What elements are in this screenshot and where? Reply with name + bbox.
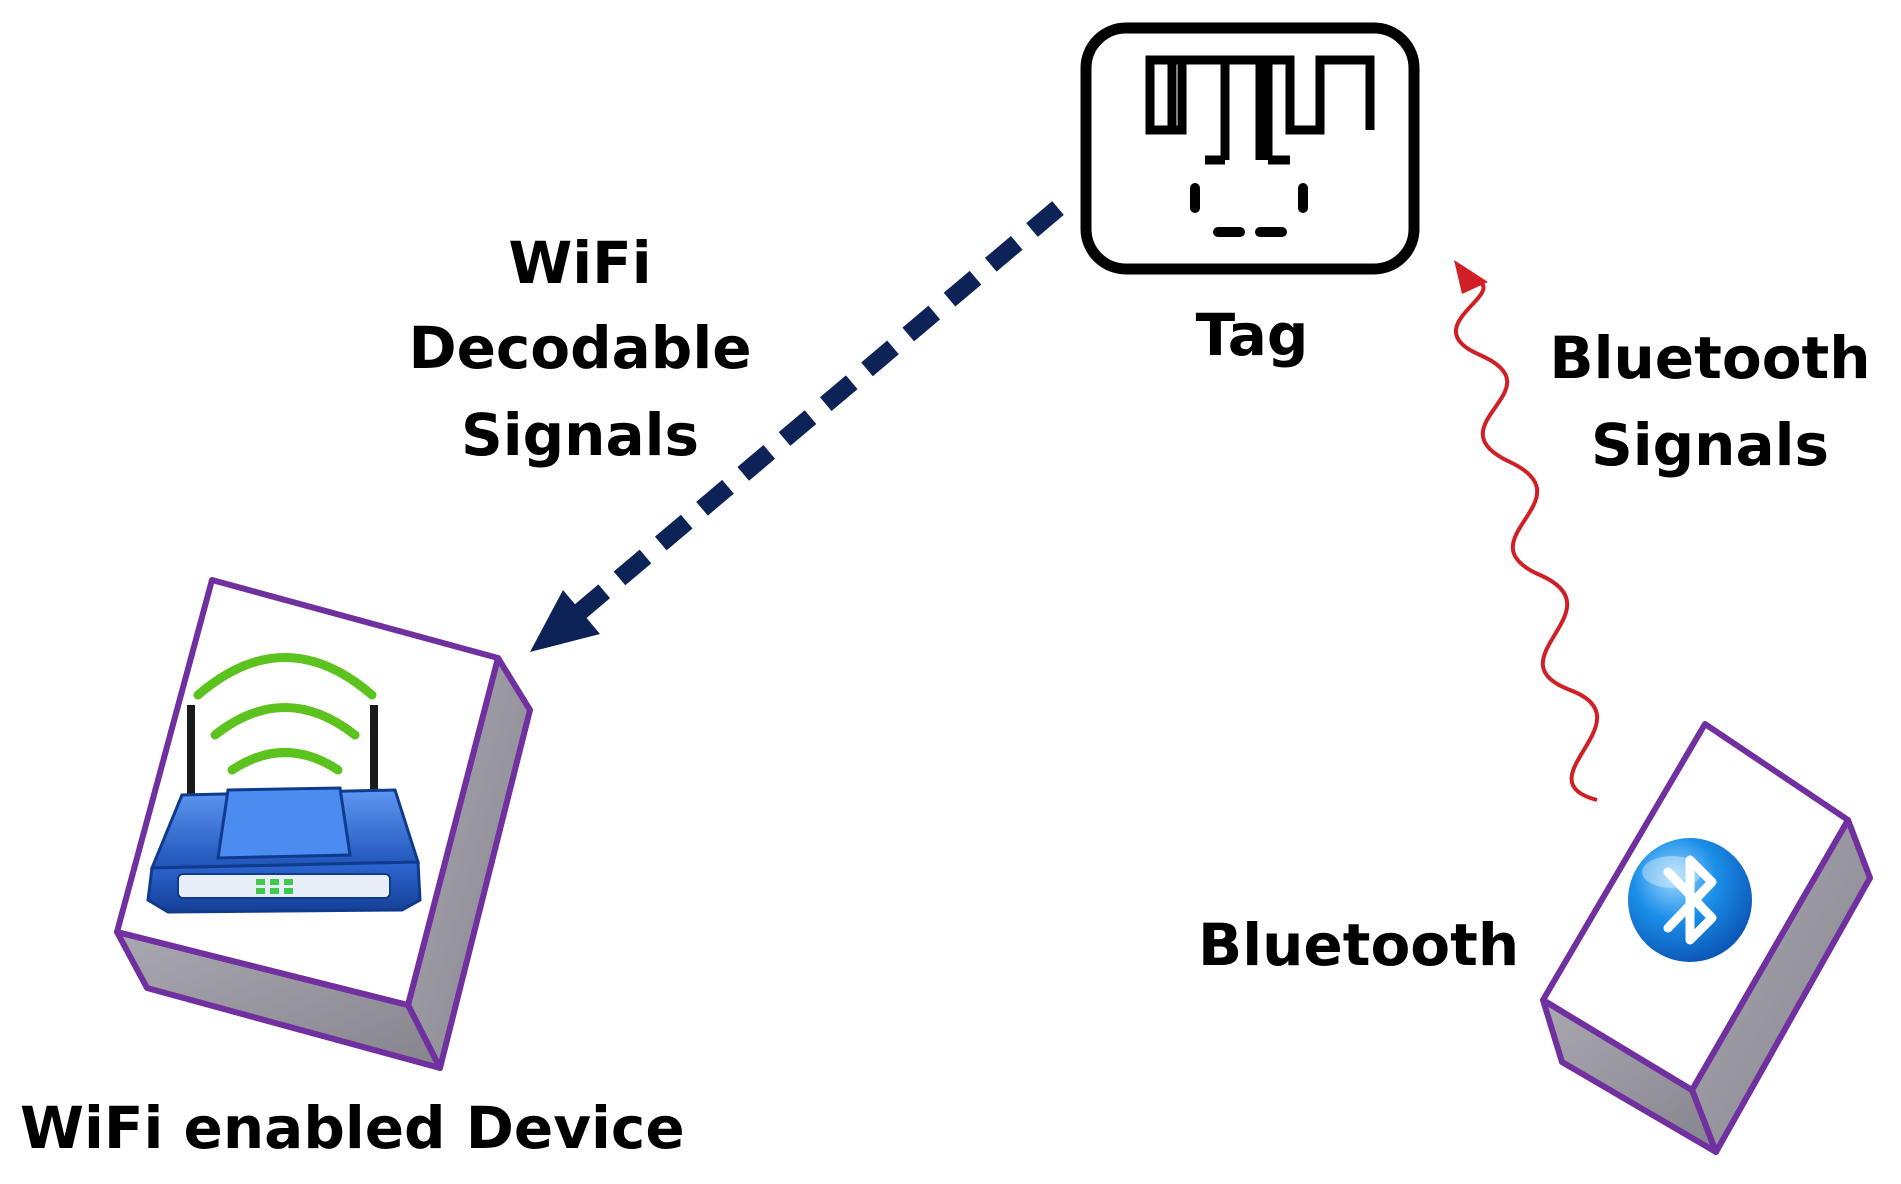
wifi-router-icon: [146, 653, 422, 914]
bluetooth-device-label: Bluetooth: [1198, 911, 1519, 979]
wifi-signal-label-line1: WiFi: [508, 229, 651, 297]
bluetooth-signal-wave: [1453, 260, 1599, 802]
tag-icon: [1080, 22, 1420, 275]
tag-label: Tag: [1196, 301, 1309, 369]
bluetooth-icon: [1628, 838, 1752, 962]
wifi-signal-label-line2: Decodable: [408, 314, 751, 382]
bluetooth-signal-label-line1: Bluetooth: [1549, 324, 1870, 392]
wifi-signal-label-line3: Signals: [461, 401, 699, 469]
wifi-signal-arrow: [530, 201, 1064, 652]
wifi-device-label: WiFi enabled Device: [20, 1094, 685, 1162]
bluetooth-signal-label-line2: Signals: [1591, 411, 1829, 479]
